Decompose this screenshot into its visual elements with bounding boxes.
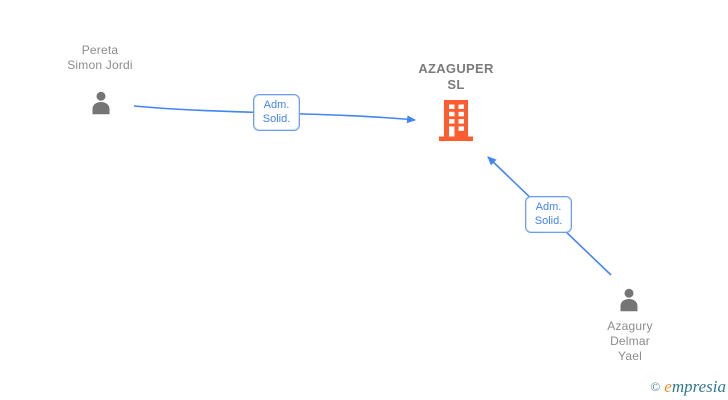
person2-label: Azagury Delmar Yael: [570, 319, 690, 364]
person2-name-line3: Yael: [618, 349, 642, 363]
brand-rest: mpresia: [671, 377, 726, 396]
edge2-label-line1: Adm.: [535, 201, 562, 213]
company-node[interactable]: [437, 99, 475, 141]
person2-name-line2: Delmar: [610, 334, 650, 348]
empresia-logo[interactable]: ©empresia: [650, 377, 726, 397]
brand-initial: e: [664, 377, 672, 396]
company-name-line1: AZAGUPER: [418, 61, 494, 76]
edge1-label-line2: Solid.: [262, 113, 291, 125]
person2-name-line1: Azagury: [607, 319, 653, 333]
edge1-label-line1: Adm.: [263, 99, 290, 111]
edge1-relation-label: Adm. Solid.: [253, 94, 300, 131]
person1-name-line2: Simon Jordi: [67, 58, 133, 72]
edge2-label-line2: Solid.: [534, 215, 563, 227]
person1-node[interactable]: [86, 88, 116, 118]
person1-label: Pereta Simon Jordi: [40, 43, 160, 73]
building-icon: [439, 100, 473, 141]
edge2-relation-label: Adm. Solid.: [525, 196, 572, 233]
person1-name-line1: Pereta: [81, 43, 119, 57]
company-name-line2: SL: [447, 77, 465, 92]
person-icon: [620, 288, 638, 312]
company-label: AZAGUPER SL: [395, 61, 517, 93]
person2-node[interactable]: [614, 285, 644, 315]
person-icon: [92, 91, 110, 115]
copyright-symbol: ©: [650, 379, 661, 394]
